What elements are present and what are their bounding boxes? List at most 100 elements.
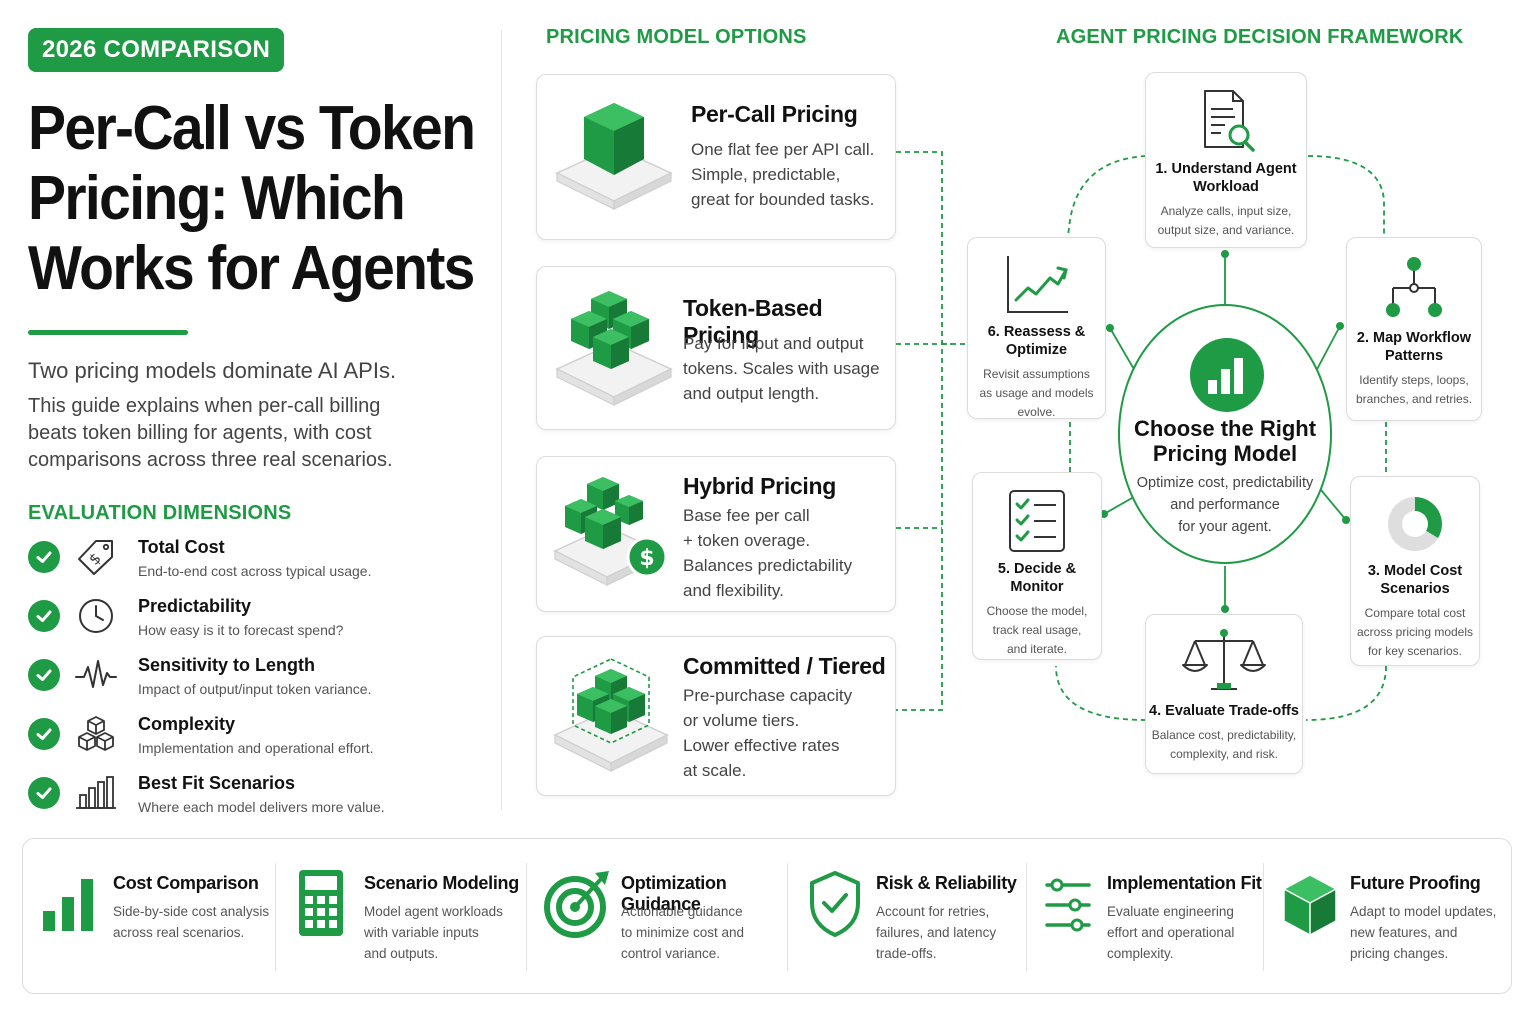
workflow-icon — [1386, 257, 1442, 317]
dimension-title: Total Cost — [138, 537, 225, 557]
title-line: Pricing: Which — [28, 164, 406, 233]
single-cube-icon — [555, 103, 673, 210]
step-title: 6. Reassess & Optimize — [987, 324, 1086, 358]
step-title: 4. Evaluate Trade-offs — [1149, 703, 1299, 719]
feature-risk-reliability: Risk & Reliability Account for retries,f… — [788, 839, 1026, 995]
check-icon — [28, 777, 60, 809]
cubes-icon — [78, 716, 114, 751]
price-tag-icon: $ — [78, 540, 113, 575]
trend-chart-icon — [1006, 256, 1068, 313]
framework-step-4: 4. Evaluate Trade-offs Balance cost, pre… — [1145, 614, 1303, 774]
target-icon — [544, 871, 609, 938]
dimension-title: Complexity — [138, 714, 236, 734]
bar-chart-circle-icon — [1190, 338, 1264, 412]
bar-chart-icon — [76, 776, 116, 809]
title-line: Works for Agents — [28, 234, 475, 303]
framework-step-5: 5. Decide & Monitor Choose the model,tra… — [972, 472, 1102, 660]
pricing-card-token-based: Token-Based Pricing Pay for input and ou… — [536, 266, 896, 430]
framework-connectors — [1055, 155, 1387, 721]
feature-future-proofing: Future Proofing Adapt to model updates,n… — [1264, 839, 1512, 995]
feature-separator — [526, 863, 527, 971]
feature-desc: Account for retries,failures, and latenc… — [876, 904, 997, 961]
title-underline — [28, 330, 188, 335]
feature-separator — [787, 863, 788, 971]
feature-separator — [275, 863, 276, 971]
shield-check-icon — [810, 871, 860, 937]
document-search-icon — [1204, 90, 1255, 152]
comparison-badge: 2026 COMPARISON — [28, 28, 285, 72]
feature-title: Implementation Fit — [1107, 873, 1262, 893]
step-desc: Analyze calls, input size,output size, a… — [1157, 204, 1295, 237]
feature-title: Future Proofing — [1350, 873, 1481, 893]
page-title: Per-Call vs Token Pricing: Which Works f… — [28, 94, 488, 304]
pricing-card-per-call: Per-Call Pricing One flat fee per API ca… — [536, 74, 896, 240]
dimension-title: Best Fit Scenarios — [138, 773, 296, 793]
dimension-desc: Implementation and operational effort. — [138, 740, 374, 756]
dimension-desc: How easy is it to forecast spend? — [138, 622, 344, 638]
pricing-card-title: Token-Based Pricing — [683, 295, 823, 348]
svg-text:$: $ — [639, 546, 654, 571]
waveform-icon — [75, 660, 117, 688]
framework-heading: AGENT PRICING DECISION FRAMEWORK — [1056, 26, 1464, 48]
cube-icon — [1283, 874, 1337, 936]
scales-icon — [1182, 629, 1266, 690]
check-icon — [28, 718, 60, 750]
intro-line: This guide explains when per-call billin… — [28, 395, 381, 417]
pricing-card-title: Per-Call Pricing — [691, 101, 858, 127]
check-icon — [28, 600, 60, 632]
pricing-heading: PRICING MODEL OPTIONS — [546, 26, 807, 48]
feature-title: Scenario Modeling — [364, 873, 519, 893]
pricing-card-title: Hybrid Pricing — [683, 473, 836, 499]
pricing-card-committed-tiered: Committed / Tiered Pre-purchase capacity… — [536, 636, 896, 796]
cubes-dollar-icon: $ — [553, 477, 668, 586]
dimension-title: Predictability — [138, 596, 252, 616]
feature-desc: Adapt to model updates,new features, and… — [1350, 904, 1497, 961]
connector-to-framework — [942, 343, 968, 345]
cube-cluster-icon — [555, 291, 673, 406]
bar-chart-icon — [43, 879, 93, 931]
feature-strip: Cost Comparison Side-by-side cost analys… — [22, 838, 1512, 994]
feature-title: Cost Comparison — [113, 873, 259, 893]
step-title: 5. Decide & Monitor — [997, 561, 1077, 595]
sliders-icon — [1045, 878, 1091, 932]
check-icon — [28, 541, 60, 573]
title-line: Per-Call vs Token — [28, 94, 476, 163]
feature-title: Risk & Reliability — [876, 873, 1017, 893]
dimension-desc: End-to-end cost across typical usage. — [138, 563, 372, 579]
cubes-dashed-icon — [553, 658, 669, 772]
dimension-desc: Where each model delivers more value. — [138, 799, 385, 815]
dimension-title: Sensitivity to Length — [138, 655, 316, 675]
feature-cost-comparison: Cost Comparison Side-by-side cost analys… — [23, 839, 275, 995]
pricing-card-desc: Base fee per call+ token overage.Balance… — [683, 506, 853, 600]
pie-chart-icon — [1388, 497, 1442, 551]
check-icon — [28, 659, 60, 691]
feature-separator — [1026, 863, 1027, 971]
feature-title: Optimization Guidance — [621, 873, 727, 914]
left-column: 2026 COMPARISON Per-Call vs Token Pricin… — [28, 28, 488, 832]
pricing-card-title: Committed / Tiered — [683, 653, 886, 679]
intro-body: This guide explains when per-call billin… — [28, 393, 488, 474]
step-desc: Balance cost, predictability,complexity,… — [1151, 728, 1297, 761]
